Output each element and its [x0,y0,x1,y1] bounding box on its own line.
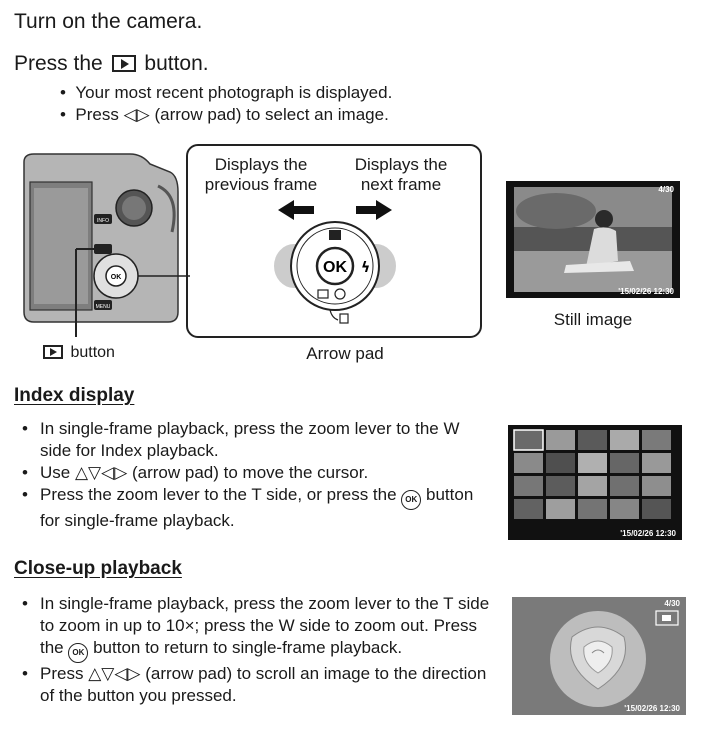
index-thumbnail [610,499,639,519]
index-thumbnail [642,499,671,519]
index-thumbnail [578,499,607,519]
list-item: •Press △▽◁▷ (arrow pad) to scroll an ima… [22,664,487,705]
index-thumbnail [610,453,639,473]
index-thumbnail [578,430,607,450]
camera-back-illustration: INFO OK MENU [23,153,190,337]
step-2-text: Press the button. [14,52,209,76]
index-thumbnail [610,430,639,450]
index-thumbnail [514,476,543,496]
still-image-photo: 4/30 '15/02/26 12:30 [506,181,680,298]
arrow-pad-diagram: OK ϟ [274,200,396,324]
index-thumbnail [578,453,607,473]
index-thumbnail [546,430,575,450]
trash-icon [339,313,349,324]
close-up-bullets: •In single-frame playback, press the zoo… [22,593,492,707]
ok-button-icon: OK [401,490,422,510]
playback-icon [43,345,63,359]
arrow-lr-icon: ◁▷ [123,105,150,124]
index-thumbnail [578,476,607,496]
ok-button-label: OK [323,259,347,276]
image-datetime: '15/02/26 12:30 [618,287,674,296]
index-bullets: •In single-frame playback, press the zoo… [22,418,492,532]
index-thumbnail [546,453,575,473]
index-thumbnail [642,430,671,450]
self-timer-icon [334,288,346,300]
step-1-text: Turn on the camera. [14,10,203,33]
step-2-before: Press the [14,52,103,75]
image-counter: 4/30 [658,185,674,194]
list-item: •In single-frame playback, press the zoo… [22,419,460,460]
list-item: •Press the zoom lever to the T side, or … [22,485,474,530]
step-2-after: button. [144,52,209,75]
arrow-4way-icon: △▽◁▷ [88,664,141,683]
index-thumbnail [610,476,639,496]
index-thumbnail-grid: '15/02/26 12:30 [508,425,682,540]
playback-button-caption: button [40,344,115,362]
index-thumbnail [513,429,544,451]
svg-text:OK: OK [111,274,122,281]
list-item: •Use △▽◁▷ (arrow pad) to move the cursor… [22,463,369,482]
info-button-label: INFO [97,218,109,224]
arrow-pad-caption: Arrow pad [306,344,384,363]
index-thumbnail [514,453,543,473]
index-datetime: '15/02/26 12:30 [620,529,676,538]
index-thumbnail [514,499,543,519]
index-thumbnail [546,499,575,519]
arrow-4way-icon: △▽◁▷ [74,463,128,482]
index-thumbnail [642,476,671,496]
flash-icon: ϟ [361,260,370,276]
playback-icon [111,55,136,72]
index-display-title: Index display [14,385,135,406]
exposure-icon [329,230,341,240]
list-item: • Press ◁▷ (arrow pad) to select an imag… [60,105,389,124]
zoom-frame-icon [655,610,679,626]
ok-button-icon: OK [68,643,89,663]
menu-button-label: MENU [96,304,111,310]
index-thumbnail [642,453,671,473]
still-image-caption: Still image [553,310,633,329]
drive-icon [317,289,329,299]
arrow-pad-callout [186,144,482,338]
list-item: • Your most recent photograph is display… [60,83,393,102]
left-arrow-icon [278,200,314,220]
close-up-title: Close-up playback [14,558,182,579]
close-up-counter: 4/30 [664,599,680,608]
index-thumbnail [546,476,575,496]
right-arrow-icon [356,200,392,220]
list-item: •In single-frame playback, press the zoo… [22,593,492,663]
close-up-datetime: '15/02/26 12:30 [624,704,680,713]
close-up-photo: 4/30 '15/02/26 12:30 [512,597,686,715]
step-2-bullets: • Your most recent photograph is display… [60,82,680,126]
